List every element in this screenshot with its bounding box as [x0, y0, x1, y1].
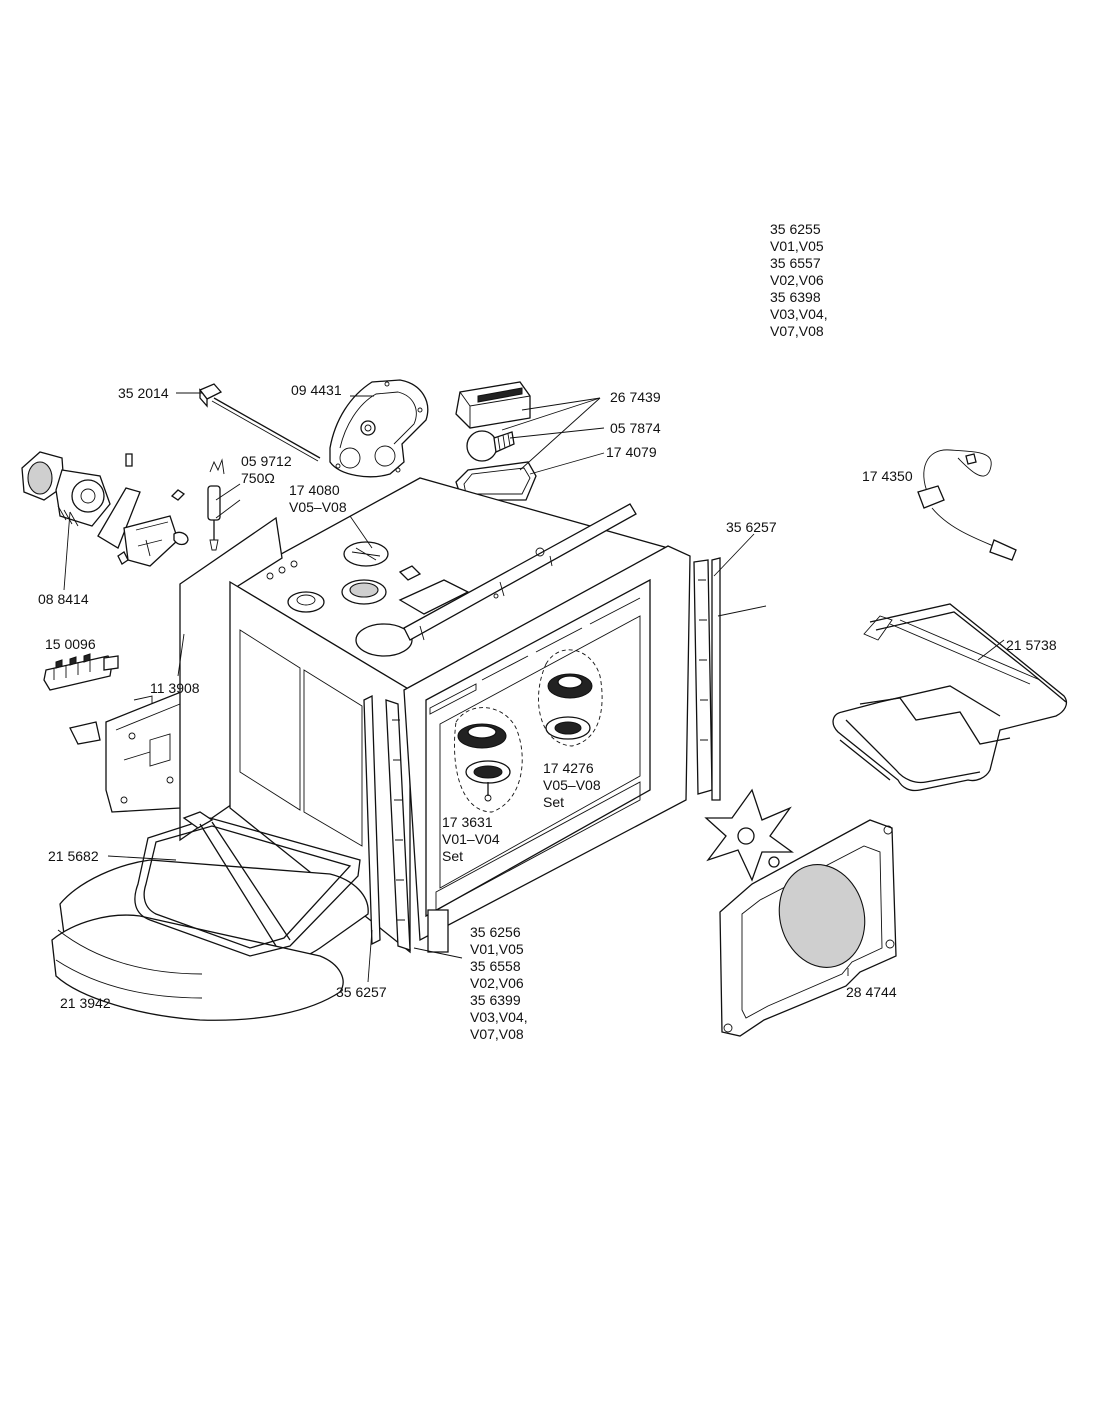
part-label-line: 35 6256	[470, 924, 521, 940]
terminal-block-part	[43, 653, 119, 691]
label-09-4431: 09 4431	[291, 382, 342, 398]
part-label-line: V07,V08	[770, 323, 824, 339]
label-05-7874: 05 7874	[610, 420, 661, 436]
part-label-line: 17 3631	[442, 814, 493, 830]
part-label-line: 35 6255	[770, 221, 821, 237]
back-panel-part	[704, 788, 897, 1037]
part-label-line: 35 6257	[336, 984, 387, 1000]
part-label-line: Set	[543, 794, 564, 810]
part-label-line: 08 8414	[38, 591, 89, 607]
part-label-line: V01–V04	[442, 831, 500, 847]
label-11-3908: 11 3908	[150, 680, 200, 696]
meat-probe-part	[917, 449, 1017, 561]
part-label-line: 17 4079	[606, 444, 657, 460]
part-label-line: 35 6257	[726, 519, 777, 535]
top-cover-part	[329, 379, 429, 478]
thermal-fuse-part	[207, 458, 225, 551]
fan-motor-part	[21, 451, 189, 567]
label-08-8414: 08 8414	[38, 591, 89, 607]
label-21-5738: 21 5738	[1006, 637, 1057, 653]
part-label-line: 35 6558	[470, 958, 521, 974]
part-label-line: 750Ω	[241, 470, 275, 486]
part-label-line: V03,V04,	[470, 1009, 528, 1025]
part-label-line: 35 2014	[118, 385, 169, 401]
part-label-line: V07,V08	[470, 1026, 524, 1042]
part-label-line: 28 4744	[846, 984, 897, 1000]
part-label-line: Set	[442, 848, 463, 864]
part-label-line: V03,V04,	[770, 306, 828, 322]
part-label-line: 17 4276	[543, 760, 594, 776]
label-17-4079: 17 4079	[606, 444, 657, 460]
part-label-line: V01,V05	[470, 941, 524, 957]
part-label-line: 35 6399	[470, 992, 521, 1008]
label-35-2014: 35 2014	[118, 385, 169, 401]
part-label-line: V05–V08	[543, 777, 601, 793]
label-21-3942: 21 3942	[60, 995, 111, 1011]
part-label-line: 21 3942	[60, 995, 111, 1011]
leader-lines	[63, 392, 1005, 983]
label-28-4744: 28 4744	[846, 984, 897, 1000]
part-label-line: 09 4431	[291, 382, 342, 398]
part-label-line: 15 0096	[45, 636, 96, 652]
part-label-line: 11 3908	[150, 680, 200, 696]
part-label-line: 05 9712	[241, 453, 292, 469]
part-label-line: 35 6557	[770, 255, 821, 271]
part-label-line: V02,V06	[770, 272, 824, 288]
part-label-line: 21 5738	[1006, 637, 1057, 653]
temperature-probe-part	[198, 383, 321, 462]
control-bracket-part	[69, 689, 199, 813]
bottom-heater-and-seal-part	[51, 811, 369, 1021]
part-label-line: V02,V06	[470, 975, 524, 991]
lamp-assembly-part	[455, 381, 537, 501]
oven-cavity-part	[179, 477, 691, 954]
part-label-line: V05–V08	[289, 499, 347, 515]
label-26-7439: 26 7439	[610, 389, 661, 405]
part-label-line: 05 7874	[610, 420, 661, 436]
part-label-line: 35 6398	[770, 289, 821, 305]
label-15-0096: 15 0096	[45, 636, 96, 652]
top-heating-element-part	[832, 603, 1068, 792]
part-label-line: V01,V05	[770, 238, 824, 254]
label-35-6257-right: 35 6257	[726, 519, 777, 535]
part-label-line: 17 4350	[862, 468, 913, 484]
part-label-line: 21 5682	[48, 848, 99, 864]
side-rail-part	[693, 557, 721, 801]
label-21-5682: 21 5682	[48, 848, 99, 864]
label-17-4350: 17 4350	[862, 468, 913, 484]
label-35-6257-left: 35 6257	[336, 984, 387, 1000]
part-label-line: 17 4080	[289, 482, 340, 498]
part-label-line: 26 7439	[610, 389, 661, 405]
part-labels: 35 2014 09 4431 26 7439 05 7874 17 4079 …	[38, 221, 1057, 1042]
